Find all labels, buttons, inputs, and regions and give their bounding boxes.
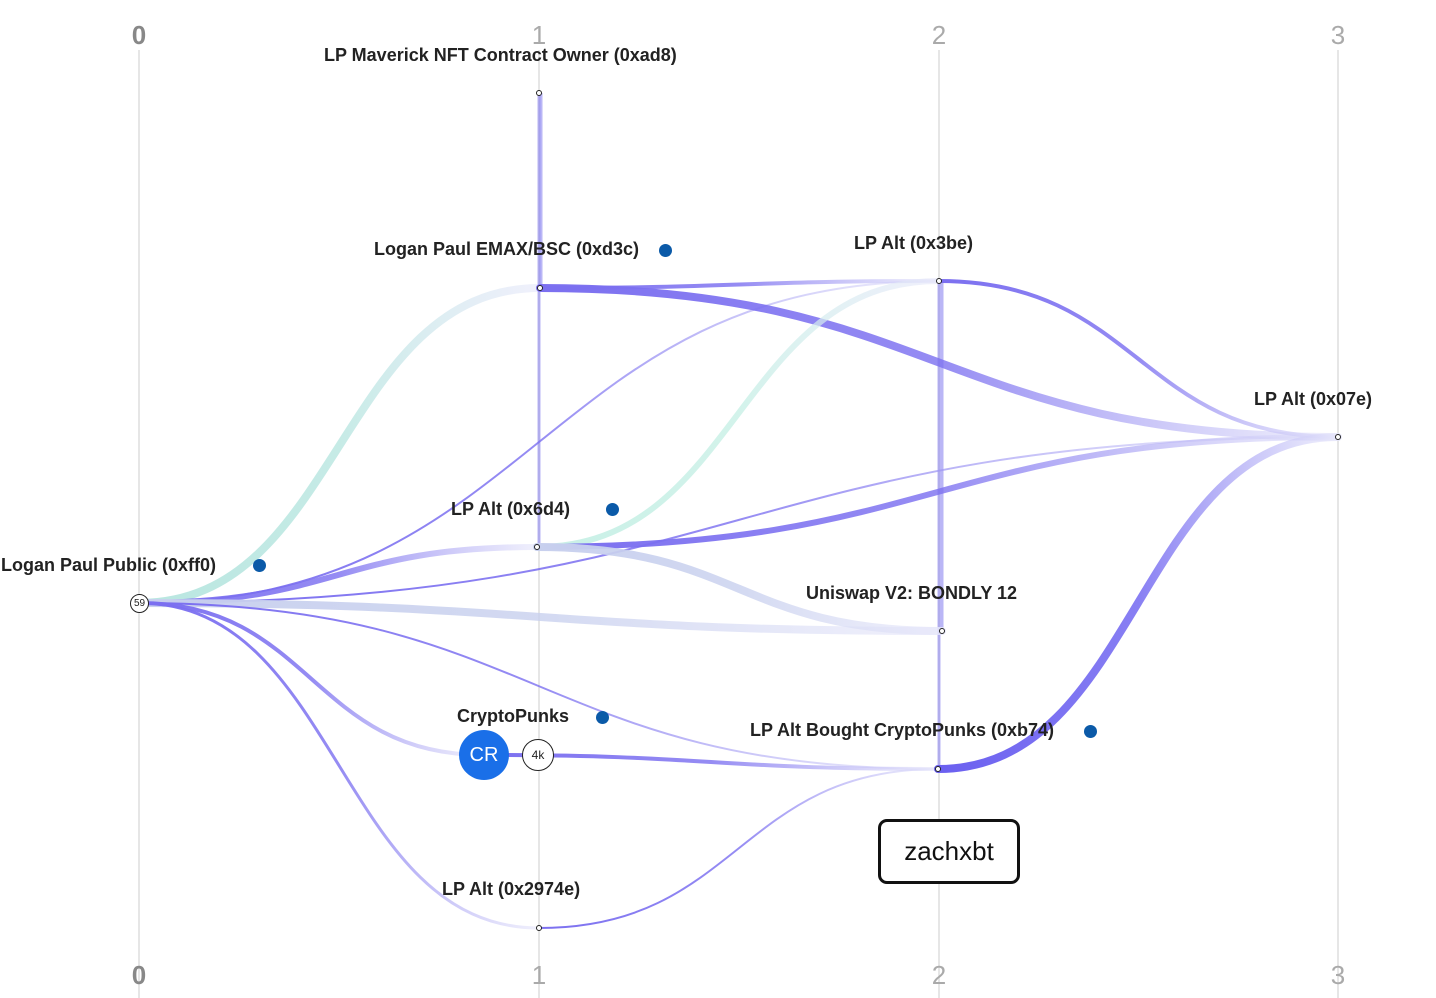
flow-punks-b74[interactable] (482, 753, 940, 771)
column-label-bottom-0: 0 (131, 960, 147, 990)
column-label-bottom-1: 1 (531, 960, 547, 990)
node-label-d3c[interactable]: Logan Paul EMAX/BSC (0xd3c) (374, 239, 640, 259)
flow-ff0-d3c[interactable] (135, 284, 544, 607)
entity-dot[interactable] (659, 244, 672, 257)
cryptopunks-avatar[interactable]: CR (459, 730, 509, 780)
node-bondly[interactable] (939, 628, 945, 634)
node-label-07e[interactable]: LP Alt (0x07e) (1254, 389, 1373, 409)
node-b74[interactable] (935, 766, 941, 772)
node-3be[interactable] (936, 278, 942, 284)
entity-dot[interactable] (606, 503, 619, 516)
count-badge-ff0[interactable]: 59 (130, 594, 149, 613)
column-label-bottom-2: 2 (931, 960, 947, 990)
node-label-bondly[interactable]: Uniswap V2: BONDLY 12 (806, 583, 1018, 603)
flow-ff0-punks[interactable] (137, 601, 486, 757)
flow-ff0-07e[interactable] (138, 436, 1339, 604)
entity-dot[interactable] (1084, 725, 1097, 738)
flow-ff0-b74[interactable] (138, 602, 939, 770)
column-label-bottom-3: 3 (1330, 960, 1346, 990)
node-label-3be[interactable]: LP Alt (0x3be) (854, 233, 974, 253)
node-label-ad8[interactable]: LP Maverick NFT Contract Owner (0xad8) (324, 45, 677, 65)
flow-ff0-bondly[interactable] (135, 599, 946, 635)
flow-d3c-07e[interactable] (536, 284, 1342, 441)
node-07e[interactable] (1335, 434, 1341, 440)
flow-6d4-3be[interactable] (534, 278, 942, 550)
entity-dot[interactable] (596, 711, 609, 724)
node-d3c[interactable] (537, 285, 543, 291)
flow-ff0-2974e[interactable] (137, 601, 541, 930)
node-label-2974e[interactable]: LP Alt (0x2974e) (442, 879, 581, 899)
node-label-b74[interactable]: LP Alt Bought CryptoPunks (0xb74) (750, 720, 1055, 740)
node-label-cryptopunks[interactable]: CryptoPunks (457, 706, 570, 726)
watermark: zachxbt (878, 819, 1020, 884)
flow-6d4-07e[interactable] (534, 434, 1341, 550)
flow-6d4-bondly[interactable] (533, 543, 946, 635)
flow-ff0-3be[interactable] (138, 280, 940, 604)
column-label-top-0: 0 (131, 20, 147, 50)
node-2974e[interactable] (536, 925, 542, 931)
column-label-top-2: 2 (931, 20, 947, 50)
column-label-top-1: 1 (531, 20, 547, 50)
node-label-ff0[interactable]: Logan Paul Public (0xff0) (1, 555, 217, 575)
node-label-6d4[interactable]: LP Alt (0x6d4) (451, 499, 571, 519)
node-6d4[interactable] (534, 544, 540, 550)
flow-3be-07e[interactable] (937, 279, 1340, 439)
flow-2974e-b74[interactable] (538, 768, 939, 929)
flow-b74-07e[interactable] (934, 433, 1342, 773)
node-ad8[interactable] (536, 90, 542, 96)
column-label-top-3: 3 (1330, 20, 1346, 50)
entity-dot[interactable] (253, 559, 266, 572)
count-badge-cryptopunks[interactable]: 4k (522, 739, 554, 771)
